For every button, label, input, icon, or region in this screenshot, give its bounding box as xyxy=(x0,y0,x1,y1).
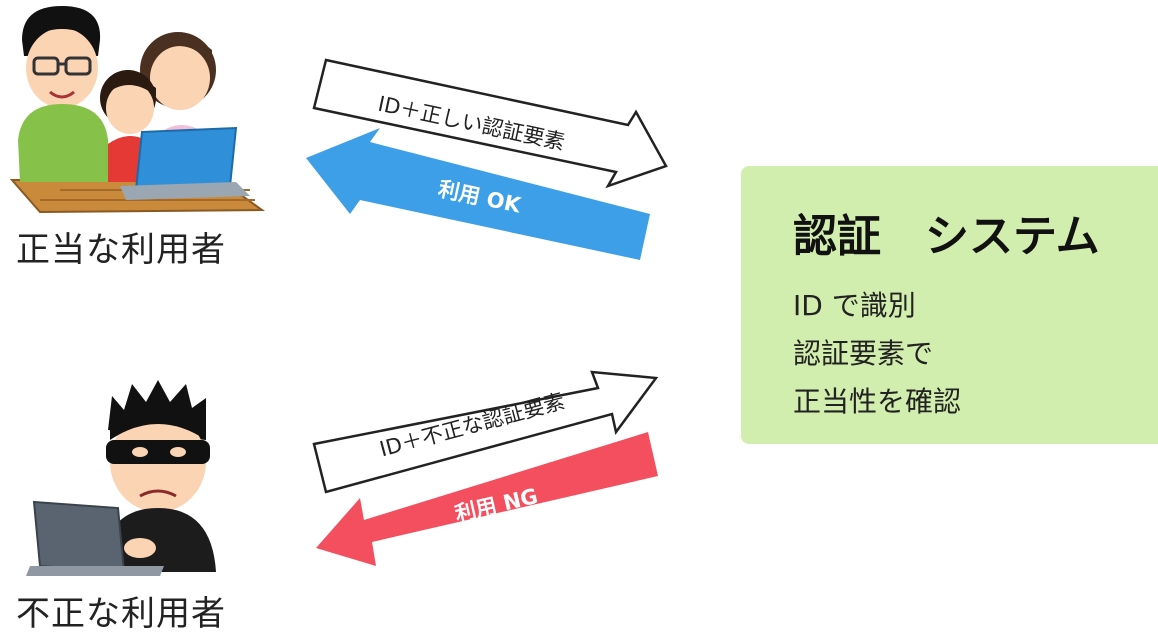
arrow-legit-response: 利用 OK xyxy=(306,128,650,260)
fraud-user-label: 不正な利用者 xyxy=(16,594,226,634)
fraud-user-illustration xyxy=(26,380,216,576)
auth-system-line-identify: ID で識別 xyxy=(793,289,916,322)
legit-users-illustration xyxy=(9,6,266,214)
auth-system-title: 認証 システム xyxy=(793,211,1100,262)
auth-system-line-verify: 正当性を確認 xyxy=(793,385,962,418)
legit-user-label: 正当な利用者 xyxy=(16,230,226,270)
auth-system-box: 認証 システム ID で識別 認証要素で 正当性を確認 xyxy=(741,166,1158,444)
auth-system-line-factor: 認証要素で xyxy=(793,337,934,370)
